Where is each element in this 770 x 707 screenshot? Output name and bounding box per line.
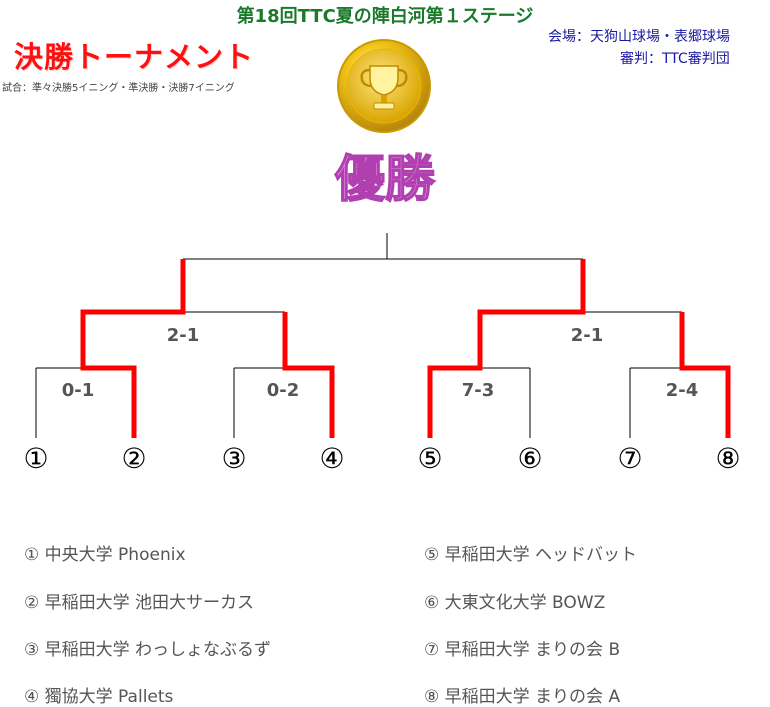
seed-2: ②: [121, 442, 147, 475]
team-name: 早稲田大学 わっしょなぶるず: [44, 640, 272, 660]
team-list-item: ⑦ 早稲田大学 まりの会 B: [424, 635, 620, 660]
team-list-item: ⑥ 大東文化大学 BOWZ: [424, 588, 605, 613]
quarterfinal-score: 2-4: [666, 380, 699, 401]
quarterfinal-score: 0-2: [267, 380, 300, 401]
team-list-item: ⑤ 早稲田大学 ヘッドバット: [424, 540, 637, 565]
team-seed: ⑦: [424, 640, 440, 660]
venue-info: 会場：天狗山球場・表郷球場 審判：TTC審判団: [548, 26, 730, 70]
tournament-title: 決勝トーナメント: [14, 40, 255, 74]
team-seed: ②: [24, 593, 40, 613]
quarterfinal-score: 0-1: [62, 380, 95, 401]
team-list-item: ⑧ 早稲田大学 まりの会 A: [424, 682, 620, 707]
venue-text: 会場：天狗山球場・表郷球場: [548, 29, 730, 45]
team-name: 早稲田大学 ヘッドバット: [444, 545, 638, 565]
seed-6: ⑥: [517, 442, 543, 475]
team-seed: ⑥: [424, 593, 440, 613]
rules-text: 試合：準々決勝5イニング・準決勝・決勝7イニング: [2, 83, 235, 94]
team-list-item: ① 中央大学 Phoenix: [24, 540, 186, 565]
seed-8: ⑧: [715, 442, 741, 475]
semifinal-score: 2-1: [571, 325, 604, 346]
team-list-item: ④ 獨協大学 Pallets: [24, 682, 173, 707]
team-name: 早稲田大学 池田大サーカス: [44, 593, 255, 613]
team-seed: ⑤: [424, 545, 440, 565]
seed-1: ①: [23, 442, 49, 475]
seed-4: ④: [319, 442, 345, 475]
page-title: 第18回TTC夏の陣白河第１ステージ: [236, 6, 534, 27]
team-name: 早稲田大学 まりの会 A: [444, 687, 621, 707]
quarterfinal-score: 7-3: [462, 380, 495, 401]
team-name: 大東文化大学 BOWZ: [444, 593, 606, 613]
seed-3: ③: [221, 442, 247, 475]
winner-path: [80, 259, 731, 438]
team-list-item: ② 早稲田大学 池田大サーカス: [24, 588, 254, 613]
team-name: 中央大学 Phoenix: [44, 545, 186, 565]
team-list-item: ③ 早稲田大学 わっしょなぶるず: [24, 635, 271, 660]
team-seed: ⑧: [424, 687, 440, 707]
team-seed: ①: [24, 545, 40, 565]
team-seed: ④: [24, 687, 40, 707]
seed-5: ⑤: [417, 442, 443, 475]
trophy-medal-icon: [337, 39, 431, 133]
bracket-lines: [35, 233, 729, 438]
team-name: 獨協大学 Pallets: [44, 687, 174, 707]
umpire-text: 審判：TTC審判団: [620, 51, 730, 67]
champion-text: 優勝: [334, 149, 436, 208]
team-name: 早稲田大学 まりの会 B: [444, 640, 621, 660]
seed-7: ⑦: [617, 442, 643, 475]
champion-label: 優勝: [333, 148, 436, 209]
team-seed: ③: [24, 640, 40, 660]
semifinal-score: 2-1: [167, 325, 200, 346]
